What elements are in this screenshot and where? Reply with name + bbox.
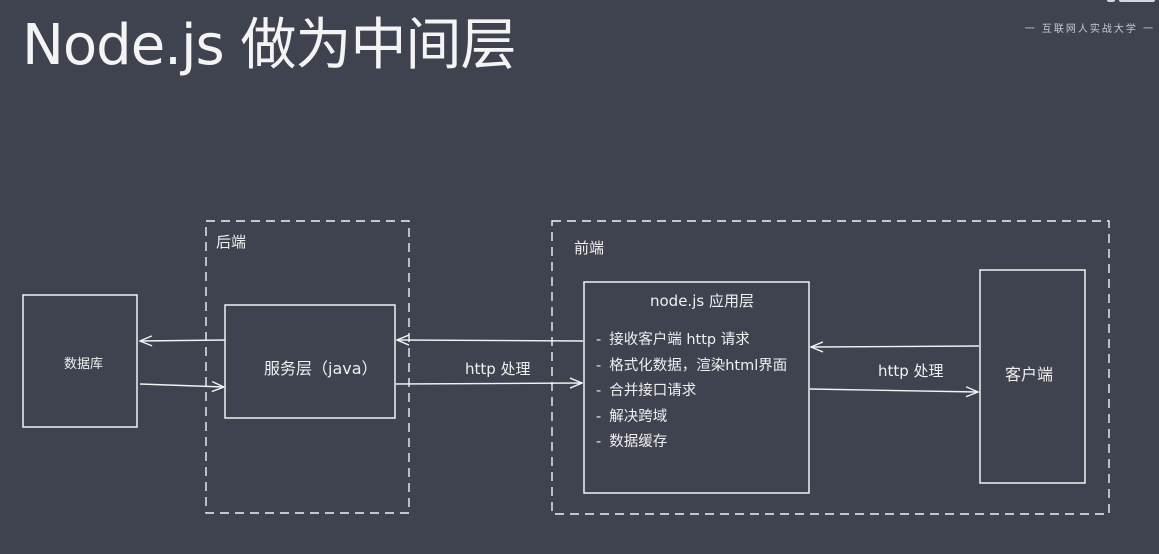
- backend-group-box: [205, 220, 410, 514]
- arrow-client-to-node: [811, 346, 980, 347]
- arrow-database-to-service: [139, 384, 224, 387]
- arrow-service-to-database: [140, 340, 226, 341]
- service-layer-label: 服务层（java）: [264, 359, 378, 378]
- watermark-text: 一 互联网人实战大学 一: [1024, 24, 1155, 35]
- node-app-responsibilities: 接收客户端 http 请求 格式化数据，渲染html界面 合并接口请求 解决跨域…: [596, 328, 787, 456]
- list-item: 解决跨域: [596, 405, 787, 431]
- client-box: [979, 269, 1086, 484]
- page-title: Node.js 做为中间层: [22, 13, 516, 78]
- list-item: 格式化数据，渲染html界面: [596, 354, 787, 380]
- list-item: 接收客户端 http 请求: [596, 328, 787, 354]
- node-app-title: node.js 应用层: [650, 292, 754, 310]
- arrow-node-to-client: [809, 389, 978, 392]
- edge-label-node-client: http 处理: [878, 362, 944, 380]
- edge-label-service-node: http 处理: [465, 360, 531, 378]
- node-app-box: [583, 281, 810, 494]
- list-item: 数据缓存: [596, 430, 787, 456]
- watermark-logo: [1107, 0, 1155, 2]
- database-label: 数据库: [64, 357, 104, 372]
- frontend-group-box: [551, 220, 1110, 515]
- backend-group-label: 后端: [216, 233, 247, 251]
- service-layer-box: [224, 304, 396, 419]
- arrow-service-to-node: [395, 383, 582, 384]
- arrow-node-to-service: [397, 340, 584, 341]
- frontend-group-label: 前端: [574, 239, 605, 257]
- client-label: 客户端: [1005, 365, 1054, 384]
- database-box: [22, 294, 138, 428]
- list-item: 合并接口请求: [596, 379, 787, 405]
